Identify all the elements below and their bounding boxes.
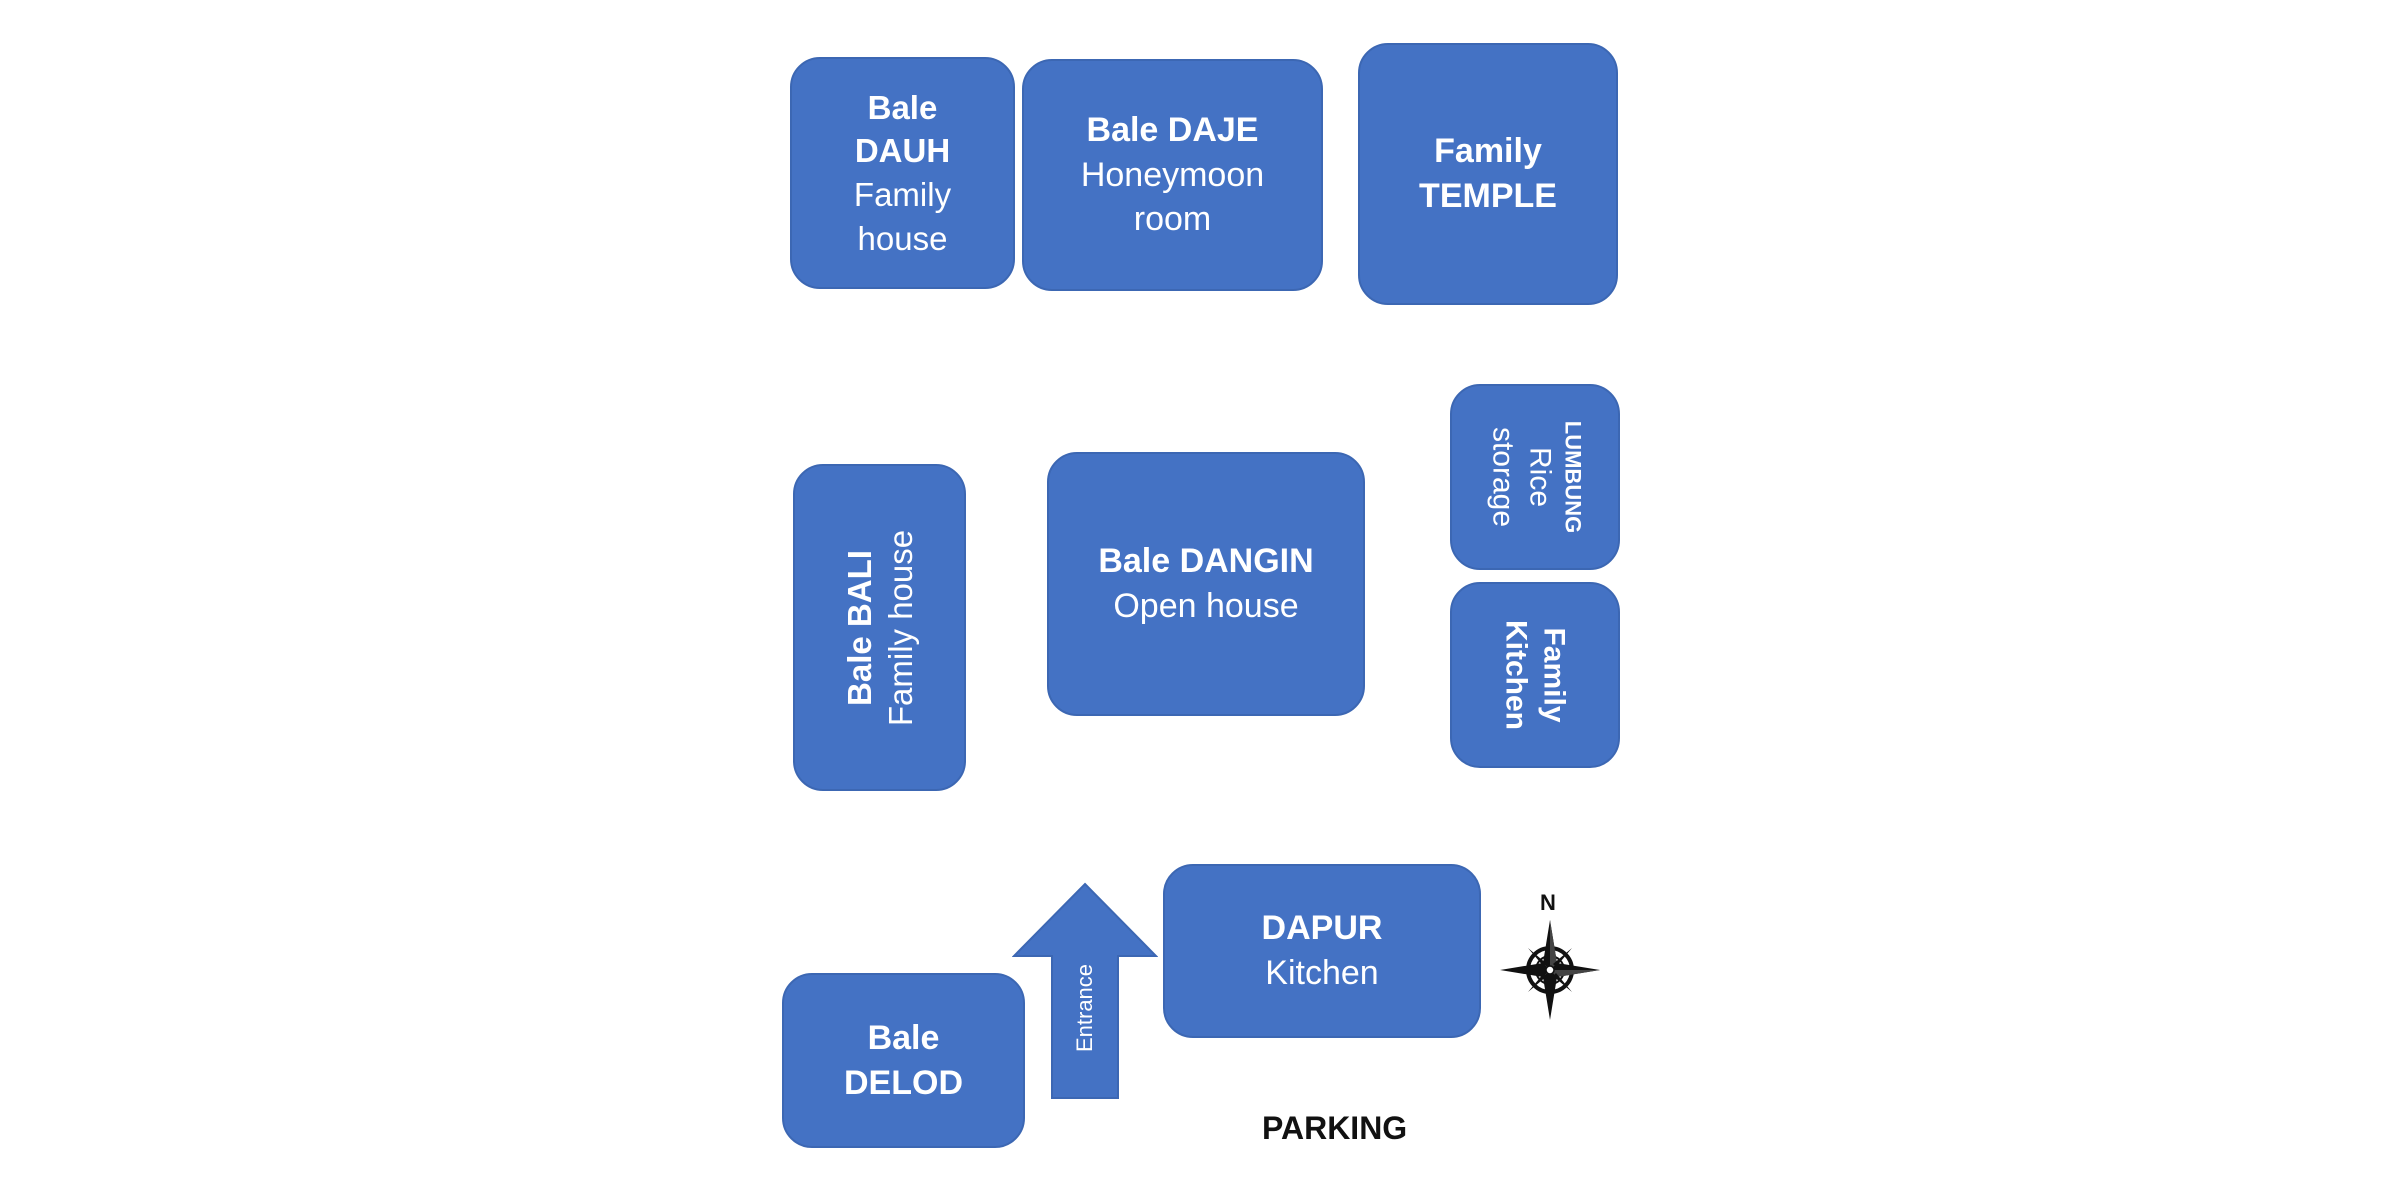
bale-daje-desc-1: Honeymoon xyxy=(1080,155,1265,194)
family-kitchen-line-2: Kitchen xyxy=(1500,619,1533,731)
dapur-block: DAPUR Kitchen xyxy=(1163,864,1481,1038)
bale-dangin-desc: Open house xyxy=(1113,587,1299,625)
family-kitchen-block: Family Kitchen xyxy=(1450,582,1620,768)
bale-dauh-desc-1: Family xyxy=(853,176,952,213)
compass-north-label: N xyxy=(1540,890,1556,915)
lumbung-block: LUMBUNG Rice storage xyxy=(1450,384,1620,570)
bale-dauh-desc-2: house xyxy=(857,219,948,257)
parking-label: PARKING xyxy=(1262,1110,1408,1146)
entrance-arrow-icon xyxy=(1012,882,1158,1099)
family-temple-block: Family TEMPLE xyxy=(1358,43,1618,305)
bale-bali-desc: Family house xyxy=(881,529,919,726)
bale-bali-block: Bale BALI Family house xyxy=(793,464,966,791)
family-kitchen-line-1: Family xyxy=(1537,627,1571,723)
compass-rose-icon xyxy=(1500,920,1600,1020)
bale-dauh-block: Bale DAUH Family house xyxy=(790,57,1015,289)
entrance-label: Entrance xyxy=(1072,963,1097,1053)
bale-delod-block: Bale DELOD xyxy=(782,973,1025,1148)
bale-dangin-name: Bale DANGIN xyxy=(1098,542,1314,581)
lumbung-name: LUMBUNG xyxy=(1560,420,1586,534)
bale-delod-line-2: DELOD xyxy=(844,1063,963,1102)
dapur-name: DAPUR xyxy=(1261,909,1383,948)
bale-bali-name: Bale BALI xyxy=(840,549,878,706)
lumbung-desc-2: storage xyxy=(1486,426,1520,528)
bale-dauh-name-1: Bale xyxy=(867,88,938,126)
family-temple-line-1: Family xyxy=(1434,132,1542,171)
bale-dauh-name-2: DAUH xyxy=(854,132,951,170)
family-temple-line-2: TEMPLE xyxy=(1419,177,1557,215)
bale-daje-desc-2: room xyxy=(1133,200,1212,239)
lumbung-desc-1: Rice xyxy=(1523,446,1557,507)
bale-daje-block: Bale DAJE Honeymoon room xyxy=(1022,59,1323,291)
dapur-desc: Kitchen xyxy=(1265,954,1379,992)
bale-daje-name: Bale DAJE xyxy=(1086,110,1259,149)
bale-dangin-block: Bale DANGIN Open house xyxy=(1047,452,1365,716)
bale-delod-line-1: Bale xyxy=(867,1018,940,1057)
